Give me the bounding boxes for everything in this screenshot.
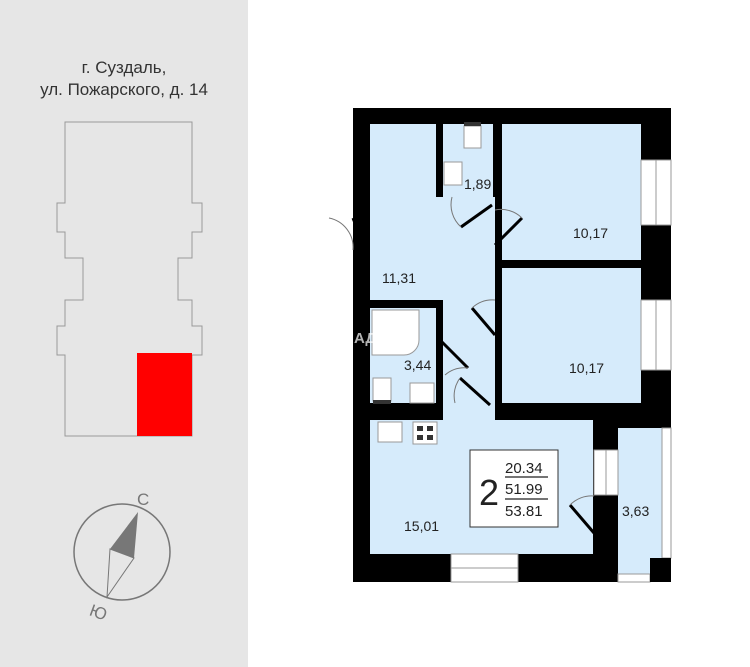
rooms-count: 2 <box>479 472 499 513</box>
room-bedroom-2 <box>502 268 641 403</box>
area-bedroom-2: 10,17 <box>569 360 604 376</box>
area-bathroom: 3,44 <box>404 357 431 373</box>
compass-needle-south <box>106 548 135 599</box>
stove-icon <box>412 421 438 445</box>
total-area: 51.99 <box>505 481 543 498</box>
room-bedroom-1 <box>502 124 641 260</box>
area-bedroom-1: 10,17 <box>573 225 608 241</box>
summary-box: 2 20.34 51.99 53.81 <box>469 449 559 528</box>
toilet-icon <box>463 125 482 149</box>
area-hall: 11,31 <box>382 270 416 286</box>
area-with-loggia: 53.81 <box>505 503 543 520</box>
compass-needle-north <box>110 512 138 558</box>
apartment-location-highlight <box>137 353 192 436</box>
area-wc: 1,89 <box>464 176 491 192</box>
room-loggia <box>618 428 662 578</box>
compass-south-label: Ю <box>87 601 110 625</box>
area-loggia: 3,63 <box>622 503 649 519</box>
sink-icon <box>409 382 435 404</box>
sink-icon <box>443 161 463 186</box>
watermark: ВЛАДИС <box>333 330 398 347</box>
loggia-glazing <box>661 427 672 559</box>
location-panel <box>0 0 248 667</box>
floor-plan: ВЛАДИС 1,89 10,17 11,31 3,44 10,17 15,01… <box>328 108 672 583</box>
living-area: 20.34 <box>505 460 543 477</box>
toilet-icon <box>372 377 392 402</box>
shower-icon <box>371 309 420 356</box>
stove-burners <box>417 426 433 440</box>
area-kitchen: 15,01 <box>404 518 439 534</box>
compass: С Ю <box>73 490 171 625</box>
address-line-2: ул. Пожарского, д. 14 <box>40 80 208 99</box>
address-line-1: г. Суздаль, <box>81 58 167 77</box>
kitchen-sink-icon <box>377 421 403 443</box>
compass-north-label: С <box>137 490 149 509</box>
